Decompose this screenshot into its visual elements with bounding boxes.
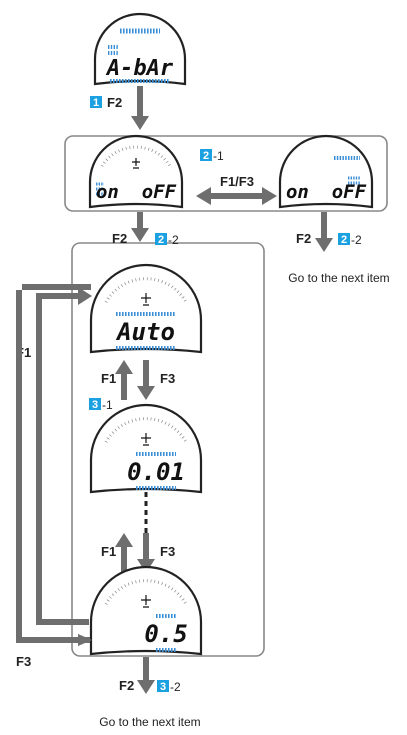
key-f2-left: F2: [112, 231, 127, 246]
key-f3-down-b: F3: [160, 544, 175, 559]
next-item-text-right: Go to the next item: [288, 271, 389, 285]
step-badge-3-1: [89, 398, 101, 410]
step-badge-3-2: [157, 680, 169, 692]
value-05-readout: 0.5: [144, 620, 187, 648]
lcd-display-auto: Auto: [89, 263, 203, 354]
step-number-3-1: 3: [92, 399, 98, 411]
arrow-down-3-2: [137, 657, 155, 694]
loop-arrow-f3-head: [78, 634, 92, 646]
step-badge-2-1: [200, 149, 212, 161]
key-f1-up-a: F1: [101, 371, 116, 386]
step-suffix-2-2-right: -2: [351, 233, 362, 247]
key-f1-up-b: F1: [101, 544, 116, 559]
key-f2-step1: F2: [107, 95, 122, 110]
key-f1f3: F1/F3: [220, 174, 254, 189]
step-badge-2-2-right: [338, 233, 350, 245]
lcd-display-on-off-right: on oFF: [278, 134, 374, 209]
arrow-up-f1-a: [115, 360, 133, 400]
arrow-up-f1-b: [115, 533, 133, 573]
next-item-text-bottom: Go to the next item: [99, 715, 200, 729]
on-off-left-readout: on oFF: [96, 181, 177, 203]
step-suffix-3-1: -1: [102, 398, 113, 412]
arrow-down-f3-b: [137, 533, 155, 573]
lcd-display-on-off-left: on oFF: [88, 134, 184, 209]
step-number-2-1: 2: [203, 150, 209, 162]
key-f3-down-a: F3: [160, 371, 175, 386]
step-number-2-2-left: 2: [158, 234, 164, 246]
step-number-1: 1: [93, 97, 99, 109]
loop-arrow-f3: [16, 284, 91, 643]
step-suffix-2-1: -1: [213, 149, 224, 163]
key-f3-loop: F3: [16, 654, 31, 669]
arrow-double-f1f3: [196, 187, 277, 205]
arrow-down-1: [131, 86, 149, 130]
step-number-3-2: 3: [160, 681, 166, 693]
step-suffix-2-2-left: -2: [168, 233, 179, 247]
arrow-down-f3-a: [137, 360, 155, 400]
step-number-2-2-right: 2: [341, 234, 347, 246]
resolution-setting-box: [71, 242, 265, 657]
step-badge-1: [90, 96, 102, 108]
auto-readout: Auto: [115, 318, 175, 346]
value-001-readout: 0.01: [127, 458, 185, 486]
arrow-down-2-2-left: [131, 212, 149, 242]
lcd-display-abar: A-bAr: [93, 12, 187, 86]
arrow-down-2-2-right: [315, 212, 333, 252]
on-off-setting-box: [64, 135, 388, 212]
step-suffix-3-2: -2: [170, 680, 181, 694]
on-off-right-readout: on oFF: [286, 181, 367, 203]
abar-readout: A-bAr: [105, 56, 174, 81]
key-f2-final: F2: [119, 678, 134, 693]
key-f2-right: F2: [296, 231, 311, 246]
lcd-display-0-5: 0.5: [89, 565, 203, 656]
lcd-display-0-01: 0.01: [89, 403, 203, 494]
step-badge-2-2-left: [155, 233, 167, 245]
loop-arrow-f1: [36, 287, 92, 625]
